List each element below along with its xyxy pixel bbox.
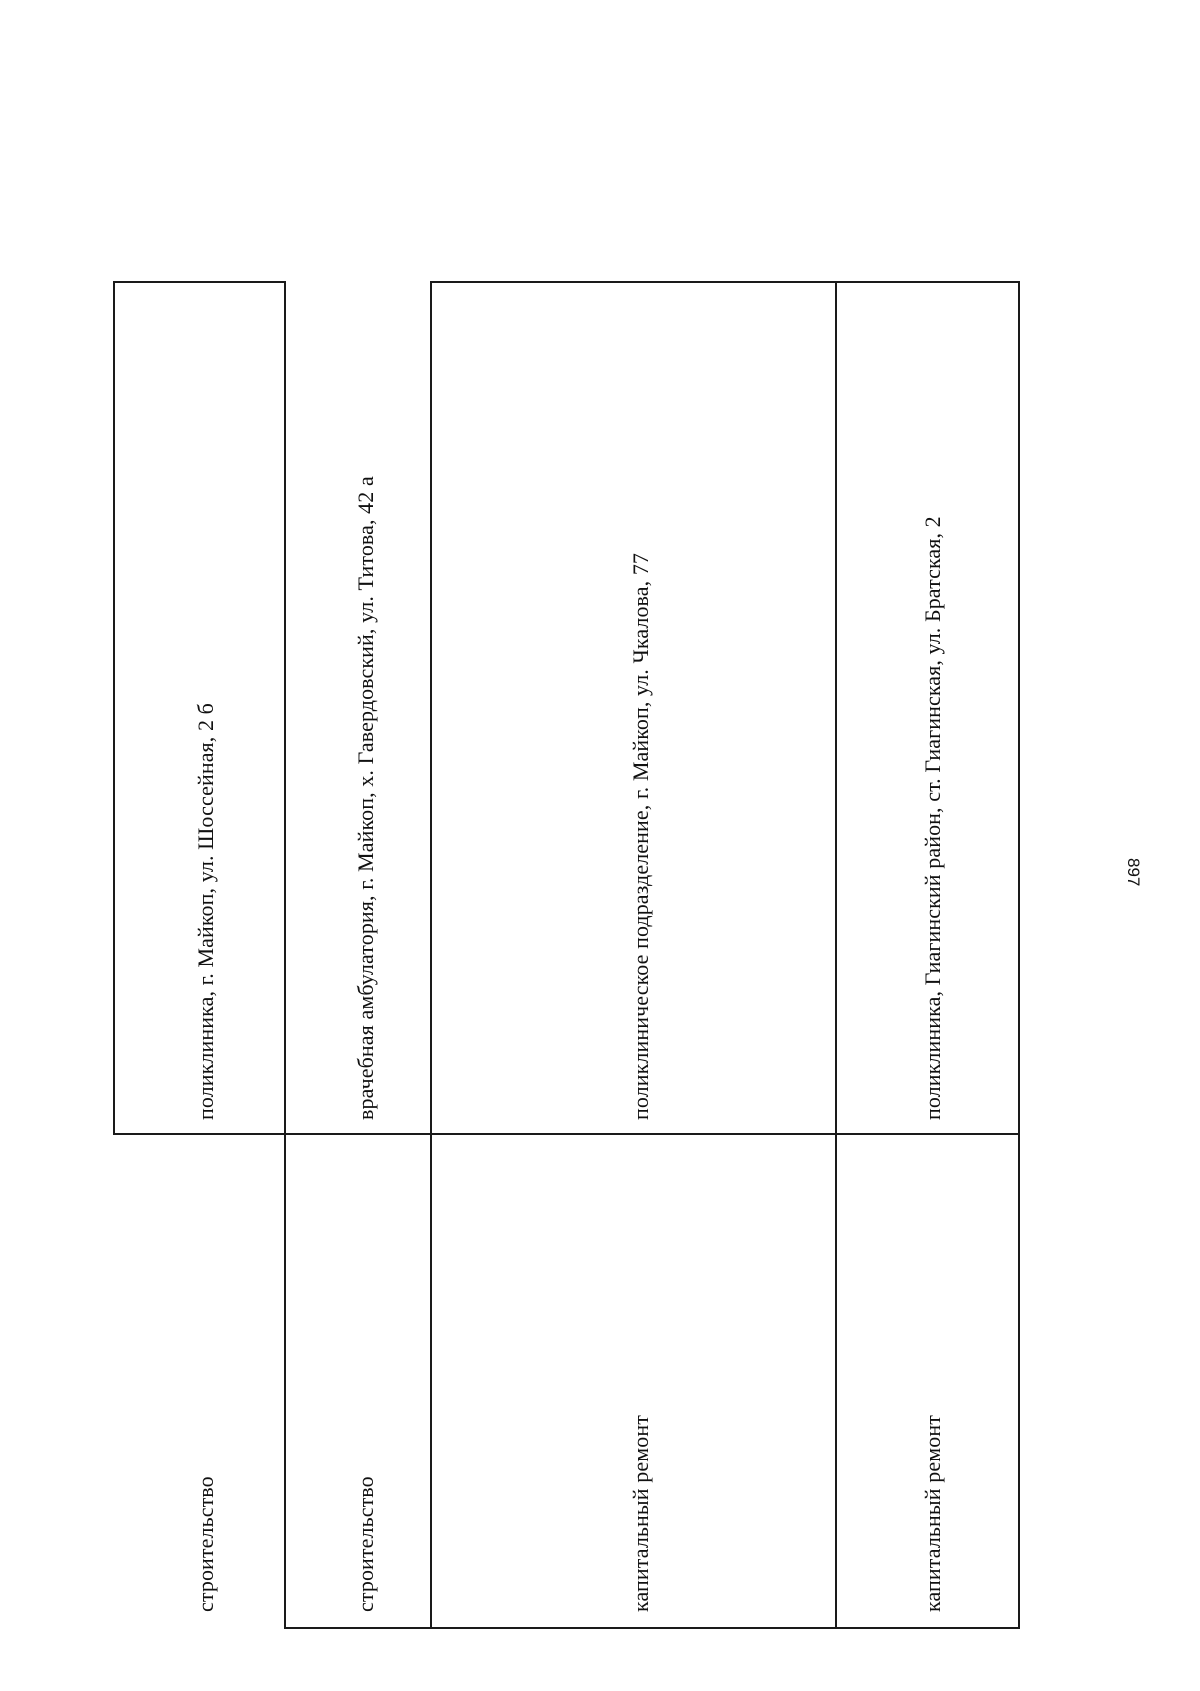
table-border bbox=[113, 1133, 286, 1135]
table-border bbox=[430, 1627, 1020, 1629]
table-border bbox=[430, 281, 432, 1629]
table-border bbox=[1018, 281, 1020, 1629]
table-cell-object: поликлиника, г. Майкоп, ул. Шоссейная, 2… bbox=[193, 703, 218, 1120]
table-cell-object: поликлиническое подразделение, г. Майкоп… bbox=[628, 552, 653, 1120]
table-border bbox=[835, 281, 837, 1629]
table-border bbox=[284, 1133, 432, 1135]
table-border bbox=[284, 1627, 432, 1629]
table-border bbox=[284, 281, 286, 1629]
table-cell-object: поликлиника, Гиагинский район, ст. Гиаги… bbox=[920, 516, 945, 1120]
table-cell-work-type: строительство bbox=[193, 1476, 218, 1612]
table-border bbox=[430, 281, 1020, 283]
table-border bbox=[430, 1133, 1020, 1135]
table-cell-object: врачебная амбулатория, г. Майкоп, х. Гав… bbox=[353, 476, 378, 1120]
table-border bbox=[113, 281, 115, 1135]
table-cell-work-type: строительство bbox=[353, 1476, 378, 1612]
page-number: 897 bbox=[1124, 858, 1143, 887]
table-border bbox=[113, 281, 286, 283]
table-cell-work-type: капитальный ремонт bbox=[628, 1415, 653, 1612]
table-cell-work-type: капитальный ремонт bbox=[920, 1415, 945, 1612]
